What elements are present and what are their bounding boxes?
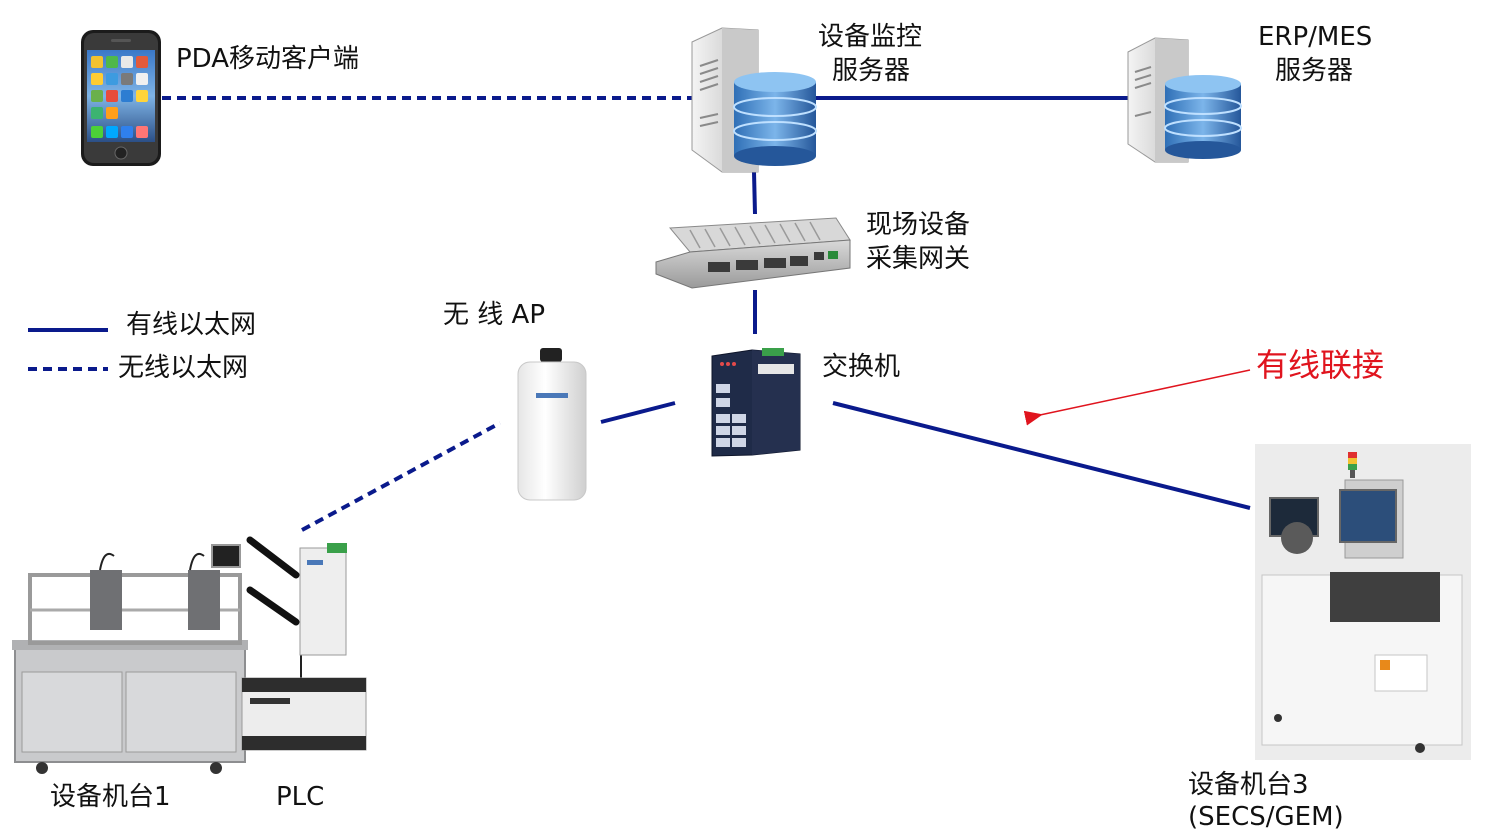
dispensing-machine-icon (12, 544, 248, 774)
annotation-label: 有线联接 (1256, 346, 1385, 384)
machine3-label-line2: (SECS/GEM) (1188, 802, 1344, 832)
link-plc-ap-wireless (301, 421, 501, 532)
industrial-gateway-icon (655, 217, 851, 289)
erp-server-label-line2: 服务器 (1275, 56, 1354, 86)
pda-label: PDA移动客户端 (176, 44, 360, 74)
links (162, 96, 1251, 678)
network-switch-icon (711, 348, 801, 457)
monitor-server-label-line2: 服务器 (832, 56, 911, 86)
gateway-label-line2: 采集网关 (866, 244, 971, 274)
legend (28, 328, 108, 371)
plc-module-icon (241, 536, 367, 751)
ap-label: 无 线 AP (443, 300, 545, 330)
machine3-label-line1: 设备机台3 (1188, 770, 1309, 800)
server-database-icon (691, 27, 817, 173)
gateway-label-line1: 现场设备 (866, 210, 971, 240)
monitor-server-label-line1: 设备监控 (818, 22, 923, 52)
plc-label: PLC (276, 782, 325, 812)
erp-server-label-line1: ERP/MES (1258, 22, 1373, 52)
semiconductor-machine-icon (1255, 444, 1471, 760)
link-switch-machine3-wired (832, 401, 1251, 510)
server-database-icon (1127, 37, 1242, 163)
switch-label: 交换机 (822, 352, 901, 382)
smartphone-icon (81, 30, 161, 166)
wireless-access-point-icon (517, 348, 587, 501)
legend-wired-label: 有线以太网 (126, 310, 257, 340)
legend-wireless-label: 无线以太网 (118, 353, 249, 383)
annotation-arrow (1023, 369, 1251, 426)
machine1-label: 设备机台1 (50, 782, 171, 812)
link-monitor-gateway-wired (752, 171, 757, 215)
link-ap-switch-wired (600, 401, 676, 424)
